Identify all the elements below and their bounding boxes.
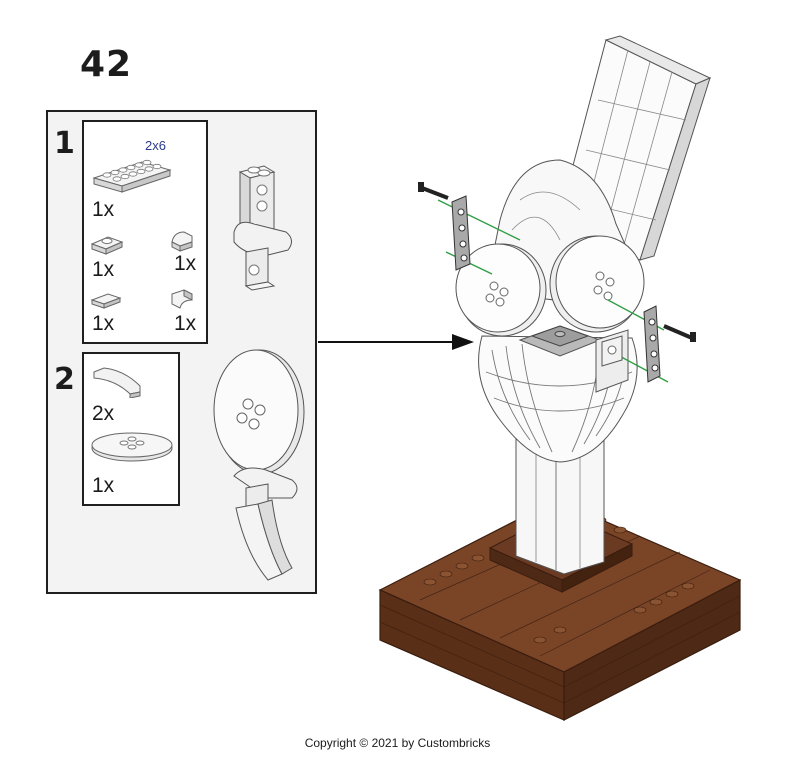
right-technic-pin — [663, 324, 696, 342]
quantity-slope-curved-1x1-inverted: 1x — [174, 312, 197, 335]
right-technic-beam — [643, 305, 661, 383]
left-technic-pin — [418, 182, 449, 200]
dish-4x4-icon — [91, 432, 173, 462]
parts-list-substep-1: 2x6 1x 1x 1x — [82, 120, 208, 344]
substep-2-assembly-illustration — [213, 349, 305, 581]
step-number: 42 — [80, 44, 133, 85]
quantity-tile-1x2: 1x — [92, 312, 115, 335]
substep-1-number: 1 — [54, 126, 75, 161]
slope-curved-1x1-inverted-icon — [171, 289, 193, 309]
copyright-notice: Copyright © 2021 by Custombricks — [304, 736, 491, 750]
slope-curved-1x1-icon — [171, 231, 193, 252]
slope-curved-2x1-icon — [93, 367, 141, 398]
plate-1x2-jumper-icon — [90, 236, 124, 255]
quantity-slope-curved-2x1: 2x — [92, 402, 115, 425]
quantity-slope-curved-1x1: 1x — [174, 252, 197, 275]
right-eye-dish — [549, 235, 645, 333]
left-eye-dish — [455, 243, 547, 337]
parts-list-substep-2: 2x 1x — [82, 352, 180, 506]
tile-1x2-icon — [90, 293, 122, 309]
quantity-dish-4x4: 1x — [92, 474, 115, 497]
substep-2-number: 2 — [54, 362, 75, 397]
callout-arrow — [318, 334, 474, 350]
plate-2x6-icon — [92, 159, 172, 193]
left-technic-beam — [451, 195, 471, 271]
substep-1-assembly-illustration — [233, 165, 292, 291]
quantity-plate-2x6: 1x — [92, 198, 115, 221]
neck-plates — [530, 325, 623, 367]
part-dimension-2x6: 2x6 — [145, 138, 166, 153]
sub-assembly-callout: 1 2x6 1x 1x — [46, 110, 317, 594]
quantity-plate-1x2-jumper: 1x — [92, 258, 115, 281]
